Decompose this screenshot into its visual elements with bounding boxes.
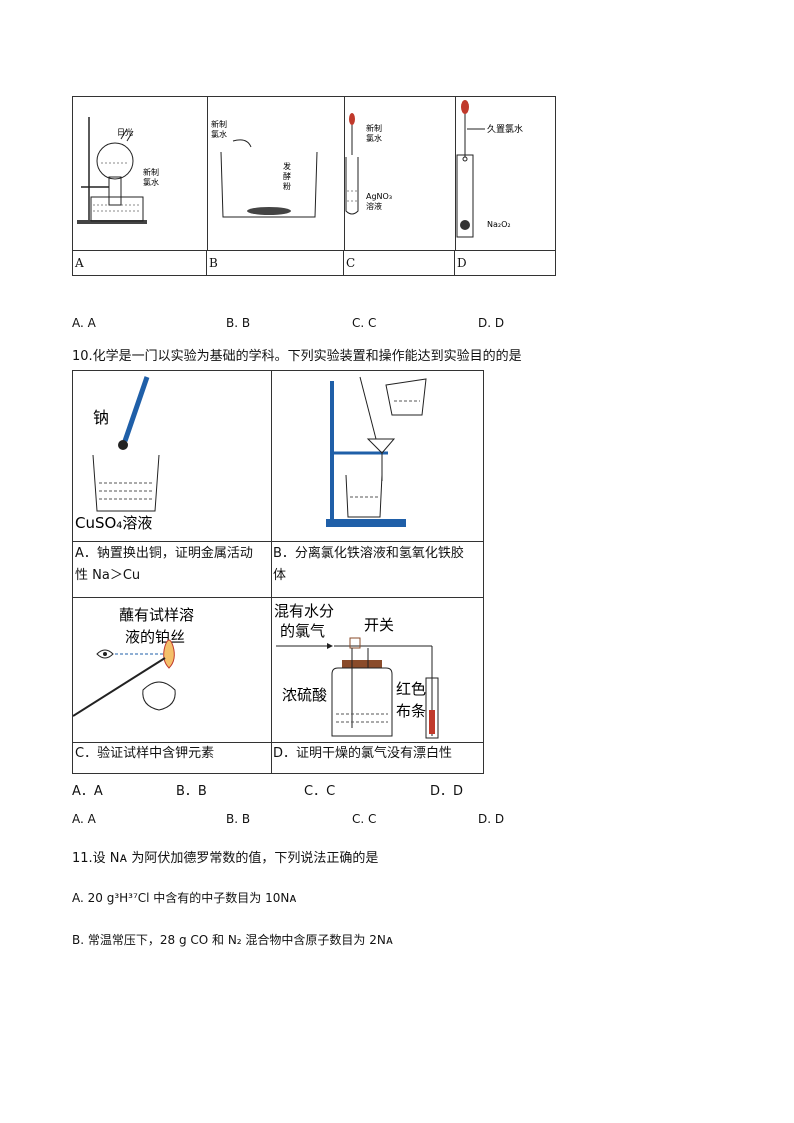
svg-text:蘸有试样溶: 蘸有试样溶 <box>119 606 194 624</box>
q10-option-c[interactable]: C. C <box>352 812 377 826</box>
svg-text:酵: 酵 <box>283 172 291 181</box>
svg-text:氯水: 氯水 <box>211 129 227 139</box>
q9-diagram-d: 久置氯水 Na₂O₂ <box>455 97 555 250</box>
svg-text:发: 发 <box>283 161 291 171</box>
svg-text:溶液: 溶液 <box>366 201 382 211</box>
svg-text:新制: 新制 <box>143 167 159 177</box>
q9-label-b: B <box>207 250 344 275</box>
q9-diagram-b: 新制 氯水 发 酵 粉 <box>207 97 345 250</box>
q11-question: 11.设 Nᴀ 为阿伏加德罗常数的值，下列说法正确的是 <box>72 851 379 866</box>
svg-text:AgNO₃: AgNO₃ <box>366 192 392 201</box>
q10-inner-option-b[interactable]: B．B <box>176 784 207 799</box>
q10-option-d[interactable]: D. D <box>478 812 505 826</box>
svg-text:久置氯水: 久置氯水 <box>487 123 523 135</box>
q10-caption-b: B．分离氯化铁溶液和氢氧化铁胶 体 <box>273 546 464 583</box>
svg-text:新制: 新制 <box>366 123 382 133</box>
q11-option-a[interactable]: A. 20 g³H³⁷Cl 中含有的中子数目为 10Nᴀ <box>72 891 297 905</box>
svg-text:浓硫酸: 浓硫酸 <box>282 686 327 704</box>
svg-text:液的铂丝: 液的铂丝 <box>125 628 185 646</box>
q9-option-c[interactable]: C. C <box>352 316 377 330</box>
sodium-label: 钠 <box>93 408 109 427</box>
svg-text:日光: 日光 <box>117 127 133 137</box>
testtube-c-icon: 新制 氯水 AgNO₃ 溶液 <box>345 113 392 215</box>
q9-label-a: A <box>73 250 207 275</box>
q10-table: 钠 CuSO₄溶液 A．钠置换出铜，证明金属活动 性 Na＞Cu B．分离氯化铁… <box>72 370 484 774</box>
q10-caption-c: C．验证试样中含钾元素 <box>75 746 215 761</box>
q9-option-d[interactable]: D. D <box>478 316 505 330</box>
q10-option-a[interactable]: A. A <box>72 812 96 826</box>
q10-inner-option-c[interactable]: C．C <box>304 784 336 799</box>
q9-label-d: D <box>455 250 555 275</box>
q10-option-b[interactable]: B. B <box>226 812 251 826</box>
q9-diagram-c: 新制 氯水 AgNO₃ 溶液 <box>344 97 456 250</box>
q10-question: 10.化学是一门以实验为基础的学科。下列实验装置和操作能达到实验目的的是 <box>72 349 522 364</box>
q10-caption-a: A．钠置换出铜，证明金属活动 性 Na＞Cu <box>75 546 253 583</box>
q10-caption-d: D．证明干燥的氯气没有漂白性 <box>273 746 453 761</box>
q9-option-a[interactable]: A. A <box>72 316 96 330</box>
svg-text:粉: 粉 <box>283 181 291 191</box>
flame-test-icon: 蘸有试样溶 液的铂丝 <box>73 606 194 717</box>
q9-diagram-a: 日光 新制 氯水 <box>73 97 208 250</box>
svg-text:新制: 新制 <box>211 119 227 129</box>
q9-table: 日光 新制 氯水 新制 氯水 发 酵 粉 新制 氯水 AgNO₃ 溶液 <box>72 96 556 276</box>
svg-text:Na₂O₂: Na₂O₂ <box>487 220 511 229</box>
apparatus-a-icon: 日光 新制 氯水 <box>77 117 159 224</box>
sodium-beaker-icon: 钠 CuSO₄溶液 <box>75 376 160 532</box>
beaker-b-icon: 新制 氯水 发 酵 粉 <box>211 119 318 218</box>
svg-text:混有水分: 混有水分 <box>274 602 334 620</box>
cuso4-label: CuSO₄溶液 <box>75 514 152 532</box>
svg-text:布条: 布条 <box>396 702 426 720</box>
svg-text:开关: 开关 <box>364 616 394 634</box>
q10-inner-option-a[interactable]: A．A <box>72 784 103 799</box>
q9-option-b[interactable]: B. B <box>226 316 251 330</box>
filtration-stand-icon <box>326 376 427 527</box>
q10-inner-option-d[interactable]: D．D <box>430 784 464 799</box>
q11-option-b[interactable]: B. 常温常压下，28 g CO 和 N₂ 混合物中含原子数目为 2Nᴀ <box>72 933 393 947</box>
q9-label-c: C <box>344 250 455 275</box>
svg-text:的氯气: 的氯气 <box>280 622 325 640</box>
svg-text:红色: 红色 <box>396 680 426 698</box>
testtube-d-icon: 久置氯水 Na₂O₂ <box>456 100 523 238</box>
gas-drying-icon: 混有水分 的氯气 开关 浓硫酸 红色 布条 <box>274 602 439 739</box>
svg-text:氯水: 氯水 <box>366 133 382 143</box>
svg-text:氯水: 氯水 <box>143 177 159 187</box>
